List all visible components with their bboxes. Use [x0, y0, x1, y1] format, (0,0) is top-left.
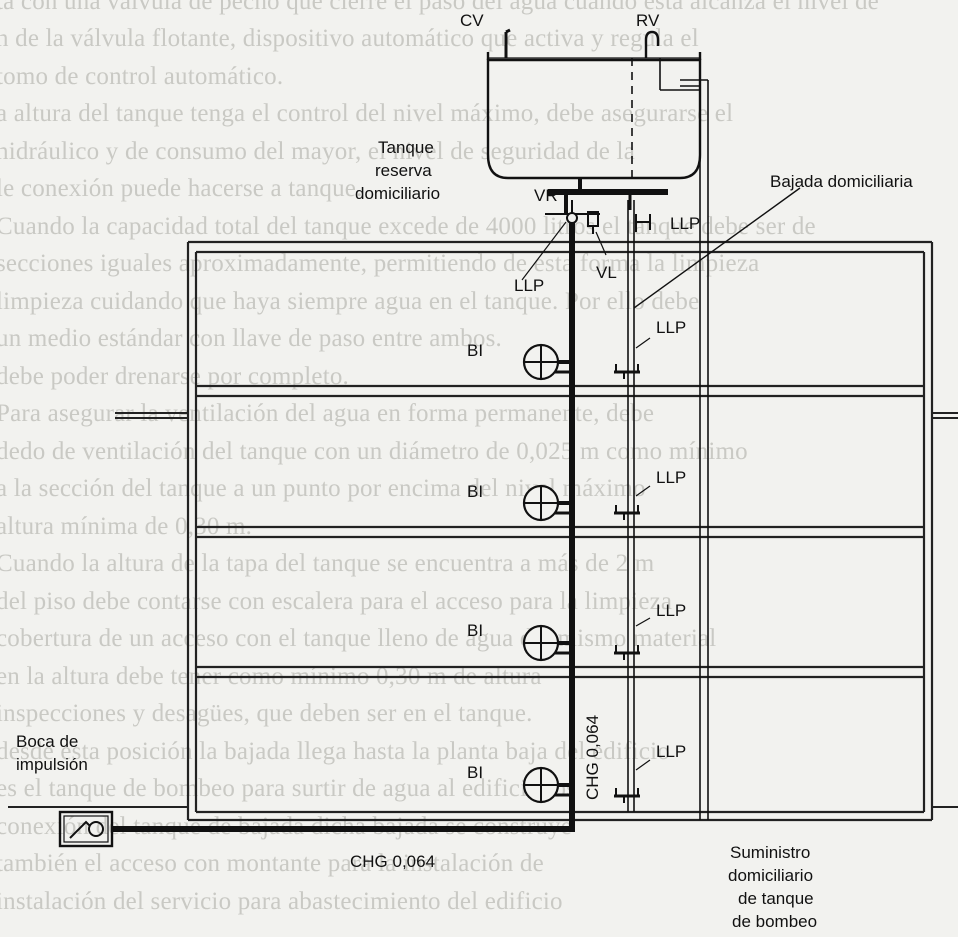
bi-valve-floor-3: [522, 624, 572, 662]
reserve-tank: [486, 52, 702, 180]
vent-pipe-icon: [644, 30, 660, 58]
label-suministro-1: Suministro: [730, 843, 810, 862]
label-tanque-2: reserva: [375, 161, 432, 180]
label-llp-floor-1: LLP: [656, 318, 686, 337]
main-downpipe: [112, 222, 575, 832]
label-chg-vertical: CHG 0,064: [583, 715, 602, 800]
ground-line: [8, 412, 958, 808]
label-tanque-1: Tanque: [378, 138, 434, 157]
label-vr: VR: [534, 186, 558, 205]
label-llp-top: LLP: [670, 214, 700, 233]
label-llp-floor-2: LLP: [656, 468, 686, 487]
label-cv: CV: [460, 11, 484, 30]
label-suministro-3: de tanque: [738, 889, 814, 908]
building-outline: [186, 240, 934, 822]
label-tanque-3: domiciliario: [355, 184, 440, 203]
label-llp-floor-4: LLP: [656, 742, 686, 761]
label-bi-floor-2: BI: [467, 482, 483, 501]
domestic-downpipe: [627, 200, 635, 812]
supply-riser: [680, 79, 709, 820]
bajada-leader-line: [633, 187, 801, 309]
llp-valve-icon: [635, 214, 651, 232]
label-bi-floor-3: BI: [467, 621, 483, 640]
bi-valve-floor-1: [522, 343, 572, 381]
label-bi-floor-4: BI: [467, 763, 483, 782]
label-vl: VL: [596, 263, 617, 282]
pump-inlet-box-icon: [58, 810, 114, 848]
label-llp-floor-3: LLP: [656, 601, 686, 620]
label-suministro-2: domiciliario: [728, 866, 813, 885]
label-bi-floor-1: BI: [467, 341, 483, 360]
bi-valve-floor-2: [522, 484, 572, 522]
label-boca-2: impulsión: [16, 755, 88, 774]
llp-tap-floor-1: [612, 362, 642, 381]
vl-valve-icon: [587, 211, 599, 234]
label-llp-left: LLP: [514, 276, 544, 295]
label-suministro-4: de bombeo: [732, 912, 817, 931]
llp-tap-floor-2: [612, 503, 642, 522]
vr-valve-icon: [566, 212, 578, 224]
label-boca-1: Boca de: [16, 732, 78, 751]
llp-leader-lines: [521, 221, 651, 771]
bi-valve-floor-4: [522, 766, 572, 804]
label-chg-horizontal: CHG 0,064: [350, 852, 435, 871]
llp-tap-floor-4: [612, 786, 642, 805]
label-bajada: Bajada domiciliaria: [770, 172, 913, 191]
label-rv: RV: [636, 11, 660, 30]
tank-collector: [545, 178, 668, 215]
cover-vent-icon: [504, 28, 511, 58]
llp-tap-floor-3: [612, 643, 642, 662]
